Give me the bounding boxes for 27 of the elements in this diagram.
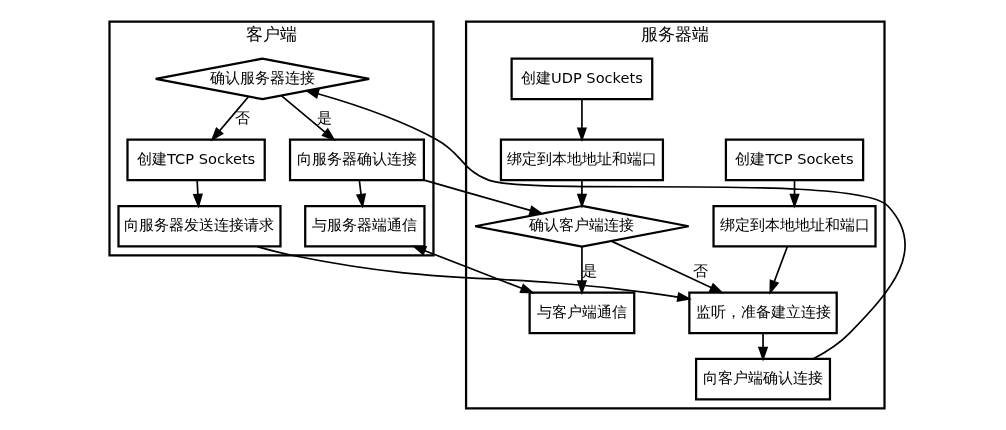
node-box: 与服务器端通信: [304, 204, 426, 248]
arrow: [576, 98, 588, 143]
arrow: [576, 179, 588, 209]
arrow: [576, 245, 588, 295]
node-box: 绑定到本地地址和端口: [499, 138, 665, 182]
arrow: [210, 95, 250, 142]
arrow: [610, 240, 724, 294]
edge-label: 是: [317, 109, 333, 127]
arrow: [757, 332, 769, 362]
node-box: 向客户端确认连接: [694, 357, 832, 401]
edge-label: 否: [235, 109, 251, 127]
arrow: [256, 245, 692, 303]
edge-label: 否: [693, 262, 709, 280]
node-box: 监听，准备建立连接: [688, 291, 838, 335]
node-box: 创建UDP Sockets: [510, 57, 654, 101]
arrow: [411, 245, 535, 294]
arrow: [769, 245, 789, 295]
arrow: [423, 179, 544, 216]
node-box: 绑定到本地地址和端口: [712, 204, 877, 248]
node-box: 向服务器发送连接请求: [117, 204, 282, 248]
node-box: 向服务器确认连接: [288, 138, 425, 182]
arrow: [355, 179, 367, 209]
node-box: 创建TCP Sockets: [126, 138, 266, 182]
node-box: 创建TCP Sockets: [724, 138, 865, 182]
node-box: 与客户端通信: [528, 291, 636, 335]
arrow: [192, 179, 203, 209]
arrow: [280, 95, 336, 142]
